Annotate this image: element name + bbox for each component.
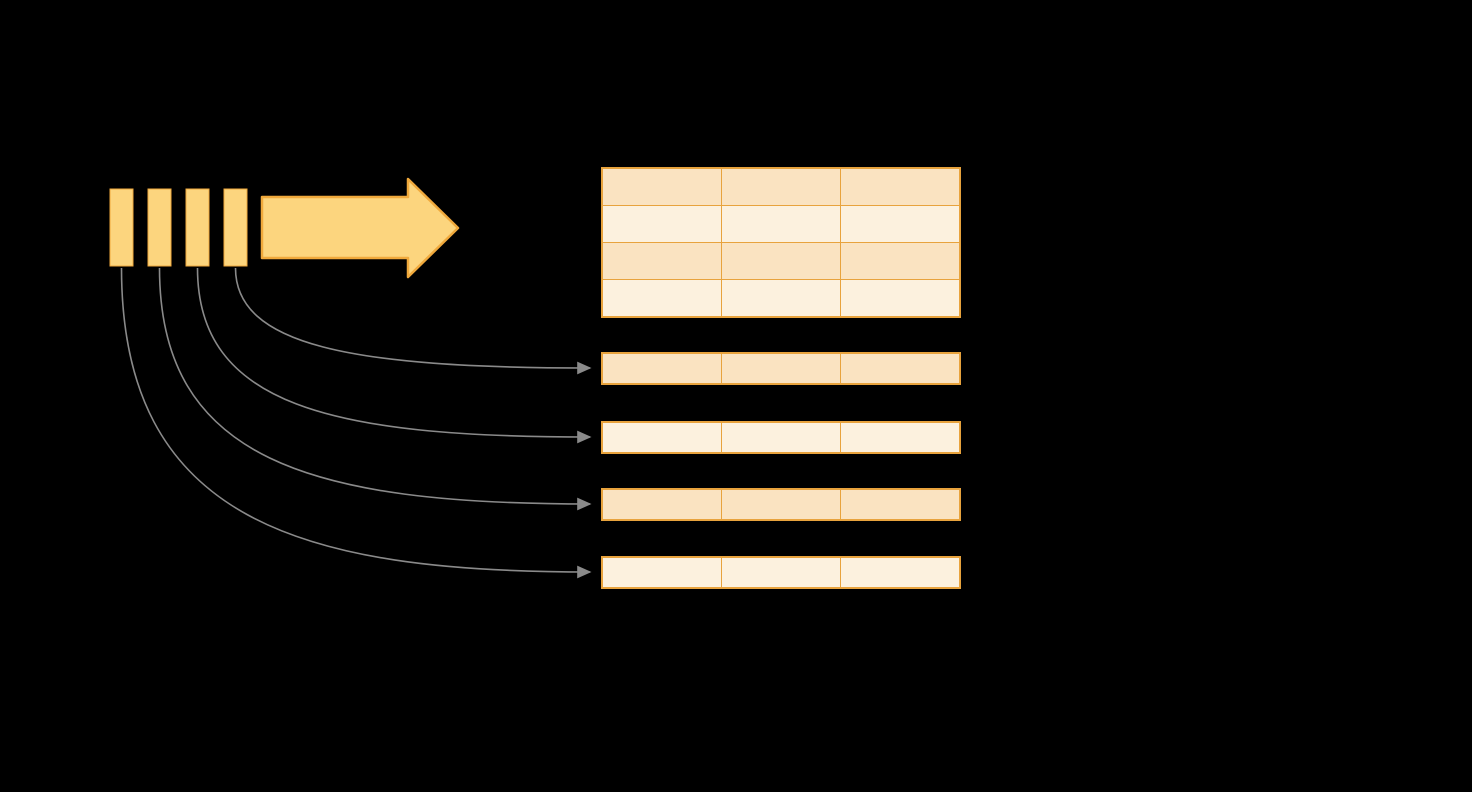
stream-bar <box>109 188 134 267</box>
table-row <box>603 169 959 205</box>
table-cell <box>841 558 959 587</box>
connector-arrows <box>120 267 592 579</box>
table-row <box>603 206 959 242</box>
table-row <box>603 423 959 452</box>
table-cell <box>841 280 959 316</box>
connector-arrow <box>120 267 592 579</box>
table-cell <box>841 206 959 242</box>
table-cell <box>841 490 959 519</box>
table-cell <box>722 243 840 279</box>
connector-arrow <box>158 267 592 511</box>
table-cell <box>722 169 840 205</box>
table-cell <box>722 280 840 316</box>
detail-table-1 <box>601 352 961 385</box>
detail-table-4 <box>601 556 961 589</box>
stream-bar <box>185 188 210 267</box>
table-cell <box>722 490 840 519</box>
table-cell <box>722 354 840 383</box>
connector-arrow <box>196 267 592 444</box>
table-row <box>603 354 959 383</box>
table-cell <box>603 490 721 519</box>
table-cell <box>603 206 721 242</box>
table-row <box>603 490 959 519</box>
table-cell <box>722 558 840 587</box>
table-cell <box>603 280 721 316</box>
detail-table-3 <box>601 488 961 521</box>
stream-bars <box>109 188 248 267</box>
table-cell <box>603 243 721 279</box>
table-row <box>603 280 959 316</box>
table-cell <box>841 169 959 205</box>
detail-table-2 <box>601 421 961 454</box>
table-row <box>603 243 959 279</box>
table-cell <box>603 558 721 587</box>
table-cell <box>722 206 840 242</box>
table-cell <box>603 169 721 205</box>
connector-arrow <box>234 267 592 375</box>
flow-arrow-icon <box>260 177 460 279</box>
main-table <box>601 167 961 318</box>
table-cell <box>841 354 959 383</box>
table-cell <box>603 423 721 452</box>
table-cell <box>841 423 959 452</box>
table-cell <box>722 423 840 452</box>
table-cell <box>603 354 721 383</box>
stream-bar <box>223 188 248 267</box>
table-row <box>603 558 959 587</box>
table-cell <box>841 243 959 279</box>
stream-bar <box>147 188 172 267</box>
